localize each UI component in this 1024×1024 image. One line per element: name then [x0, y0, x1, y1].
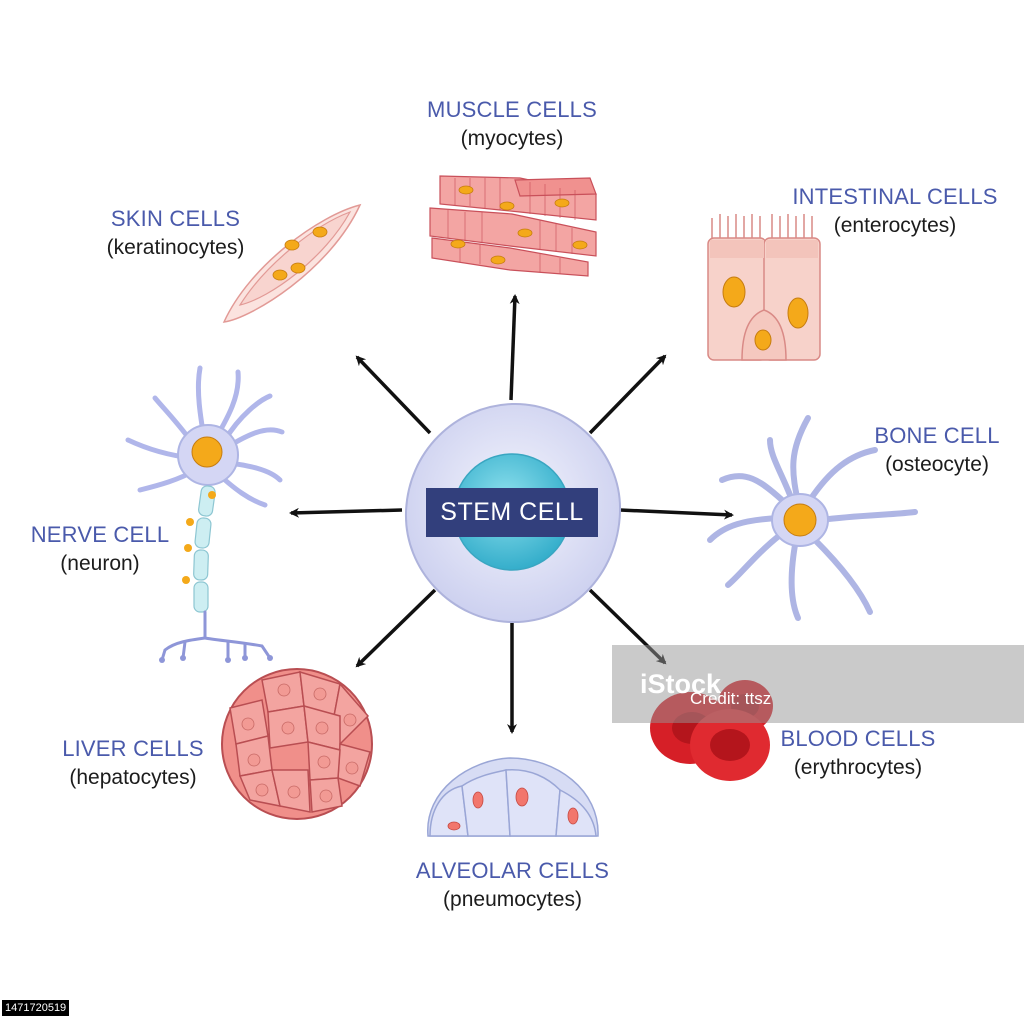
label-blood-cells: BLOOD CELLS (erythrocytes) — [768, 724, 948, 782]
intestinal-cells-illustration — [707, 214, 821, 361]
watermark-brand: iStock — [640, 668, 722, 699]
skin-cells-name: SKIN CELLS — [110, 206, 241, 231]
liver-cells-illustration — [221, 668, 373, 820]
alveolar-cells-sub: (pneumocytes) — [443, 888, 582, 911]
image-id: 1471720519 — [2, 1000, 70, 1016]
nerve-cell-name: NERVE CELL — [30, 522, 170, 547]
stem-cell-illustration — [404, 402, 622, 624]
muscle-cells-sub: (myocytes) — [460, 127, 564, 150]
skin-cells-sub: (keratinocytes) — [106, 236, 245, 259]
intestinal-cells-sub: (enterocytes) — [833, 214, 957, 237]
alveolar-cells-illustration — [427, 757, 599, 837]
label-nerve-cell: NERVE CELL (neuron) — [20, 520, 180, 578]
watermark-credit: Credit: ttsz — [690, 689, 772, 708]
stem-cell-label: STEM CELL — [440, 498, 584, 526]
liver-cells-name: LIVER CELLS — [62, 736, 204, 761]
bone-cell-sub: (osteocyte) — [885, 453, 989, 476]
liver-cells-sub: (hepatocytes) — [69, 766, 197, 789]
skin-cells-illustration — [222, 203, 362, 323]
arrow-to-bone — [619, 508, 734, 520]
intestinal-cells-name: INTESTINAL CELLS — [792, 184, 998, 209]
arrow-to-nerve — [289, 507, 403, 518]
nerve-cell-illustration — [125, 365, 285, 663]
arrow-to-skin — [355, 355, 432, 435]
alveolar-cells-name: ALVEOLAR CELLS — [415, 858, 610, 883]
label-muscle-cells: MUSCLE CELLS (myocytes) — [412, 95, 612, 153]
label-liver-cells: LIVER CELLS (hepatocytes) — [48, 734, 218, 792]
differentiation-arrows — [289, 294, 734, 734]
nerve-cell-sub: (neuron) — [60, 552, 140, 575]
footer: 1471720519 — [0, 994, 1024, 1024]
bone-cell-name: BONE CELL — [874, 423, 1000, 448]
arrow-to-liver — [355, 588, 437, 668]
label-skin-cells: SKIN CELLS (keratinocytes) — [88, 204, 263, 262]
blood-cells-sub: (erythrocytes) — [793, 756, 923, 779]
label-bone-cell: BONE CELL (osteocyte) — [862, 421, 1012, 479]
muscle-cells-name: MUSCLE CELLS — [427, 97, 597, 122]
muscle-cells-illustration — [429, 175, 597, 277]
bone-cell-illustration — [707, 415, 918, 621]
label-intestinal-cells: INTESTINAL CELLS (enterocytes) — [780, 182, 1010, 240]
watermark-logo: iStock — [640, 655, 721, 713]
blood-cells-name: BLOOD CELLS — [780, 726, 936, 751]
watermark-band — [612, 645, 1024, 723]
arrow-to-muscle — [509, 294, 520, 401]
arrow-to-intestinal — [588, 354, 667, 435]
label-alveolar-cells: ALVEOLAR CELLS (pneumocytes) — [405, 856, 620, 914]
